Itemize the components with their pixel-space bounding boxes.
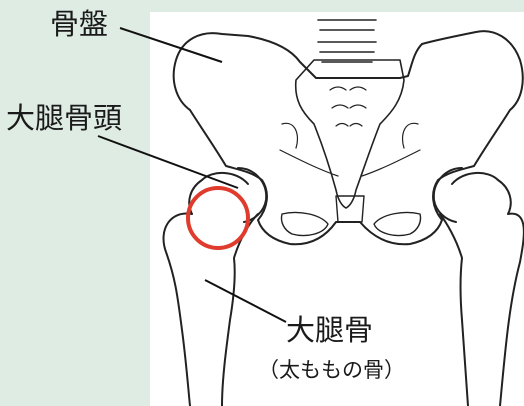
label-femur-note: （太ももの骨）: [258, 360, 405, 381]
label-femoral-head: 大腿骨頭: [6, 104, 122, 133]
label-femur: 大腿骨: [286, 316, 373, 345]
label-pelvis: 骨盤: [50, 10, 108, 39]
